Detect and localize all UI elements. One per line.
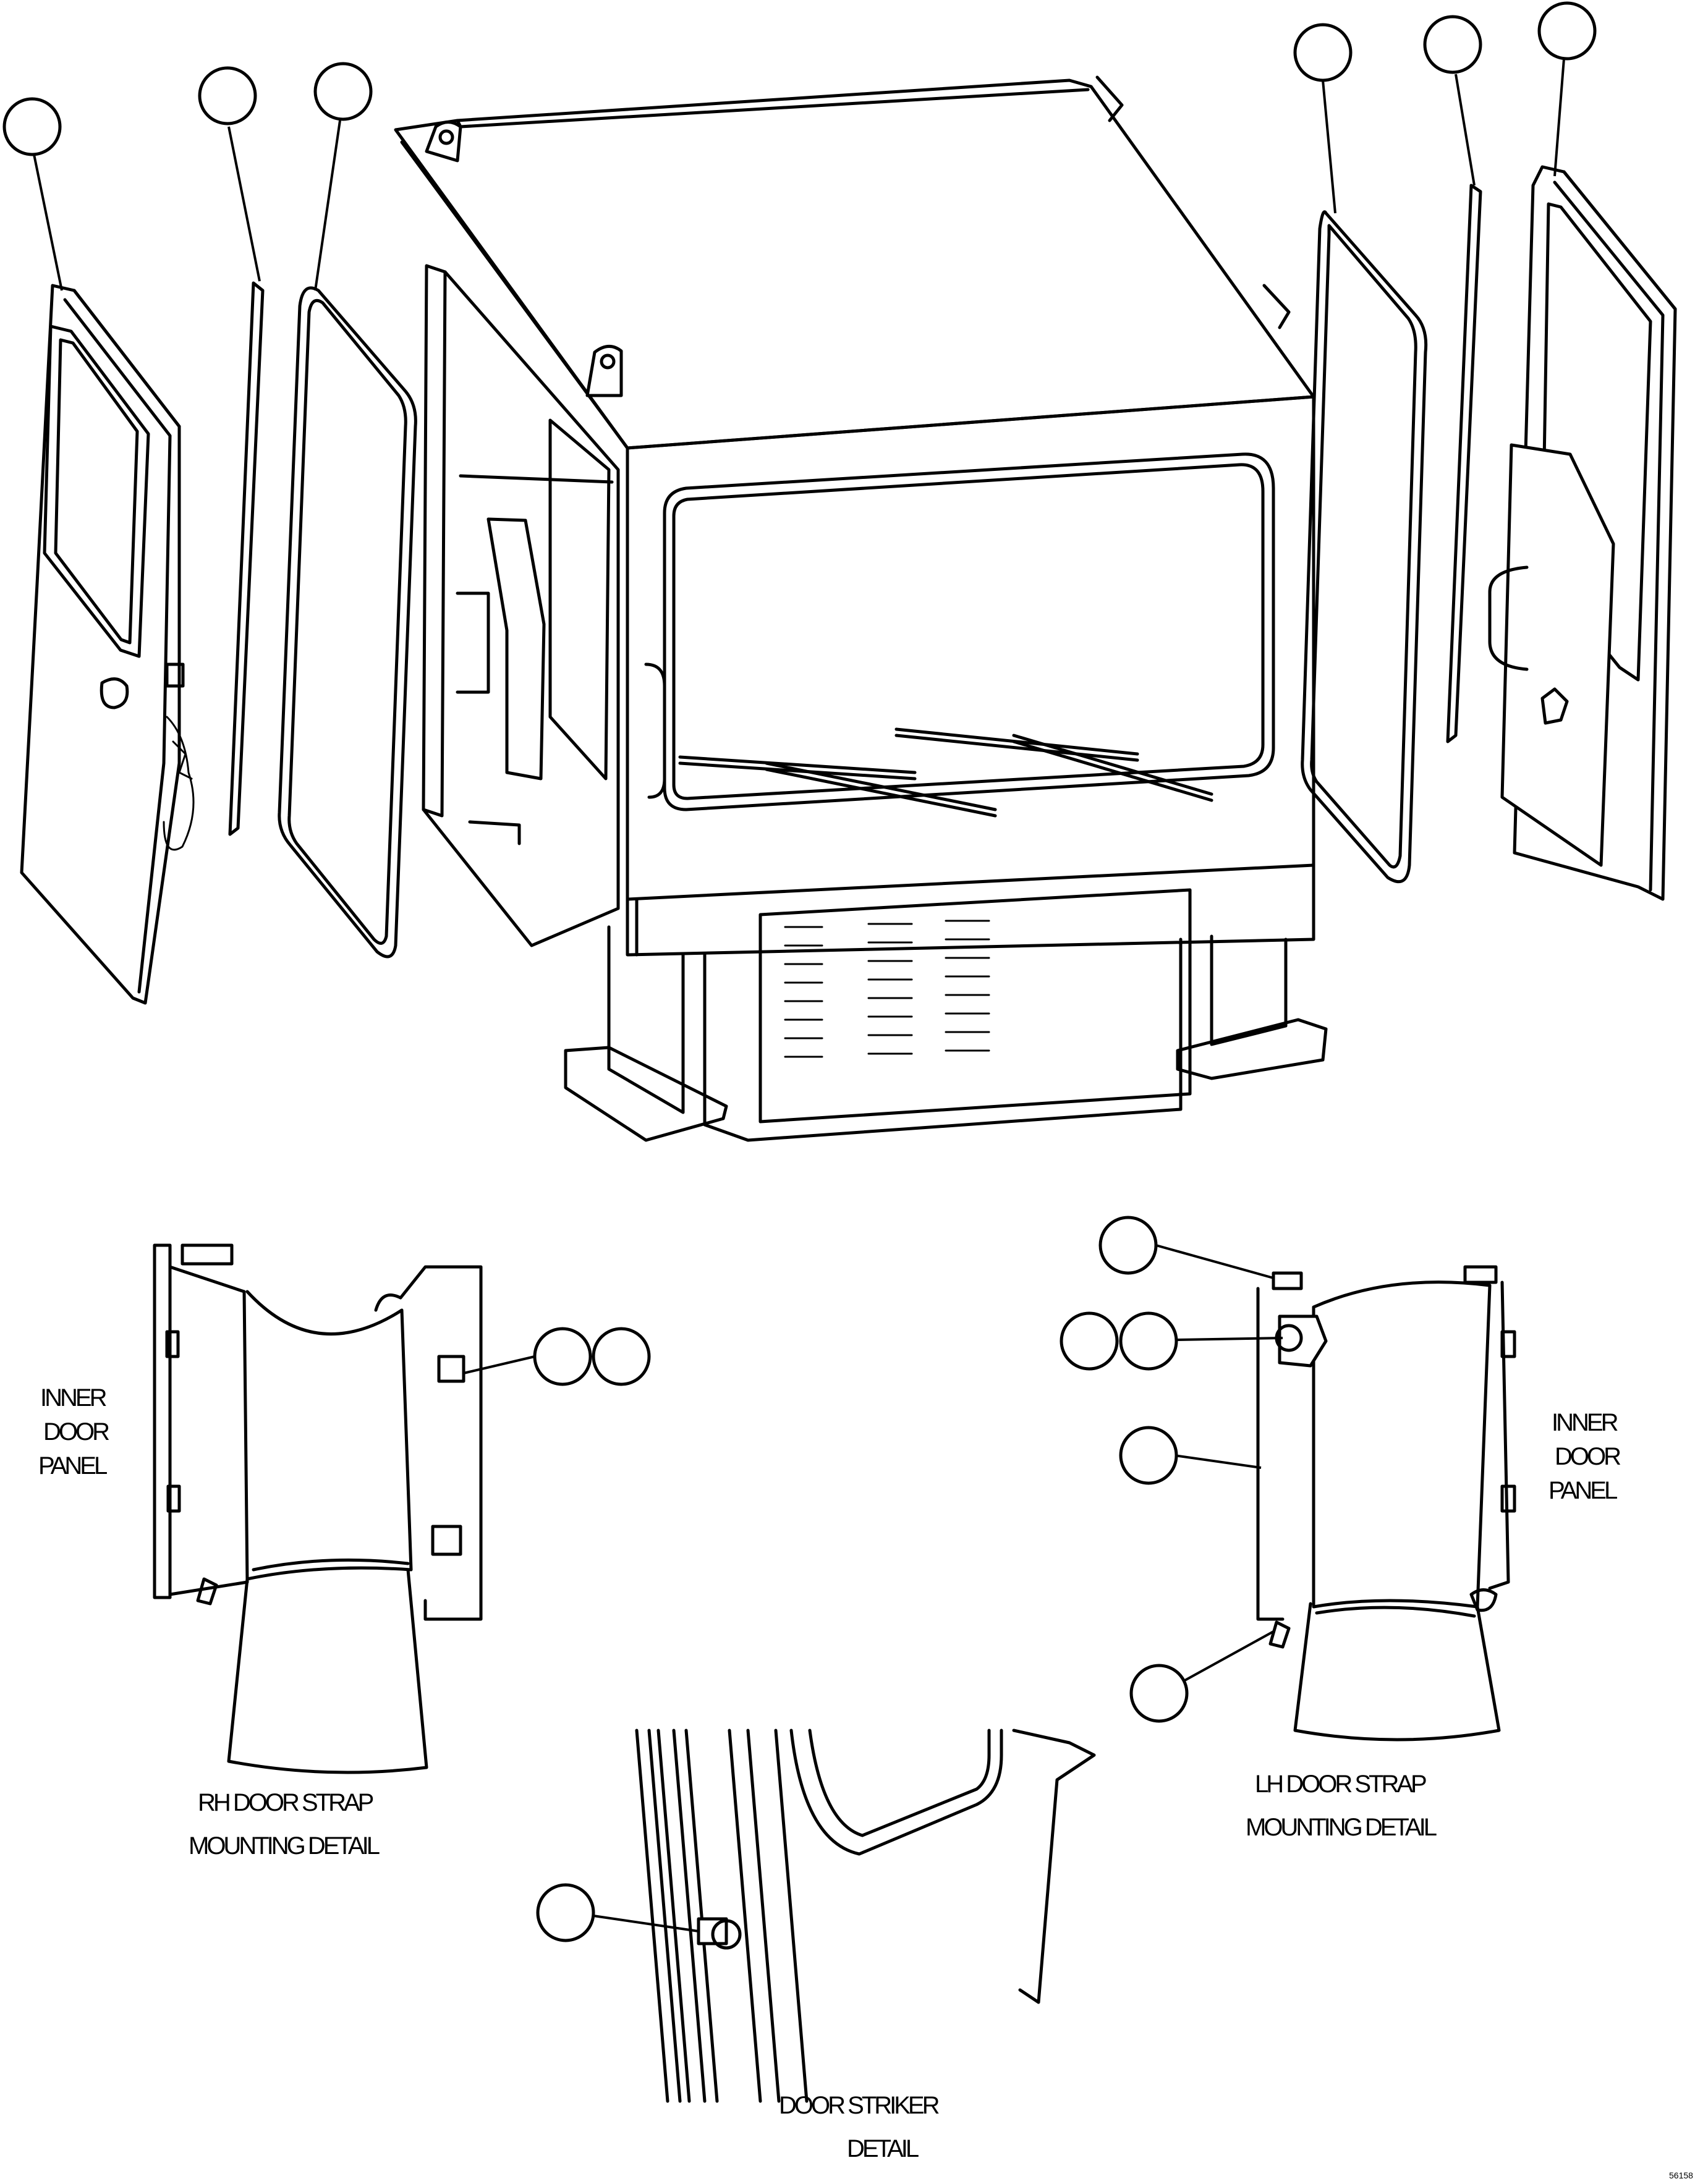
callout-balloon	[1119, 1311, 1178, 1371]
rh-inner-door-panel-label-2: DOOR	[43, 1418, 109, 1445]
striker-detail-title-2: DETAIL	[847, 2135, 919, 2162]
left-door-seal-strip	[228, 281, 265, 836]
rh-door-strap-detail	[153, 1243, 483, 1774]
rh-detail-title-2: MOUNTING DETAIL	[189, 1832, 380, 1860]
callout-balloon	[1129, 1664, 1189, 1723]
lh-inner-door-panel-label-2: DOOR	[1555, 1443, 1621, 1470]
callout-balloon	[1423, 15, 1482, 74]
callout-balloon	[592, 1327, 651, 1386]
main-cab	[394, 75, 1328, 1142]
right-door	[1488, 165, 1677, 901]
callout-balloon	[1098, 1216, 1158, 1275]
callout-balloon	[313, 62, 373, 121]
right-window-glass	[1301, 210, 1428, 884]
rh-detail-title-1: RH DOOR STRAP	[198, 1789, 373, 1816]
callout-balloon	[1119, 1426, 1178, 1485]
lh-door-strap-detail	[1256, 1265, 1516, 1742]
right-door-seal-strip	[1446, 184, 1482, 743]
lh-inner-door-panel-label-1: INNER	[1552, 1409, 1618, 1436]
lh-inner-door-panel-label-3: PANEL	[1548, 1477, 1617, 1504]
door-striker-detail	[635, 1729, 1096, 2103]
lh-detail-title-2: MOUNTING DETAIL	[1246, 1814, 1437, 1841]
left-window-glass	[278, 286, 417, 959]
lh-detail-title-1: LH DOOR STRAP	[1255, 1771, 1426, 1798]
callout-balloon	[1537, 1, 1597, 61]
rh-inner-door-panel-label-3: PANEL	[38, 1452, 107, 1479]
left-door	[20, 284, 195, 1005]
callout-balloon	[1293, 23, 1353, 82]
drawing-number: 56158	[1669, 2170, 1693, 2180]
text-labels: INNER DOOR PANEL INNER DOOR PANEL RH DOO…	[38, 1384, 1693, 2180]
callout-balloon	[198, 66, 257, 125]
callout-balloon	[2, 97, 62, 156]
callout-balloon	[533, 1327, 592, 1386]
louver-vents	[784, 920, 990, 1058]
striker-detail-title-1: DOOR STRIKER	[779, 2092, 940, 2119]
callout-balloons	[2, 1, 1597, 1942]
callout-balloon	[536, 1883, 595, 1942]
callout-balloon	[1060, 1311, 1119, 1371]
rh-inner-door-panel-label-1: INNER	[40, 1384, 107, 1412]
